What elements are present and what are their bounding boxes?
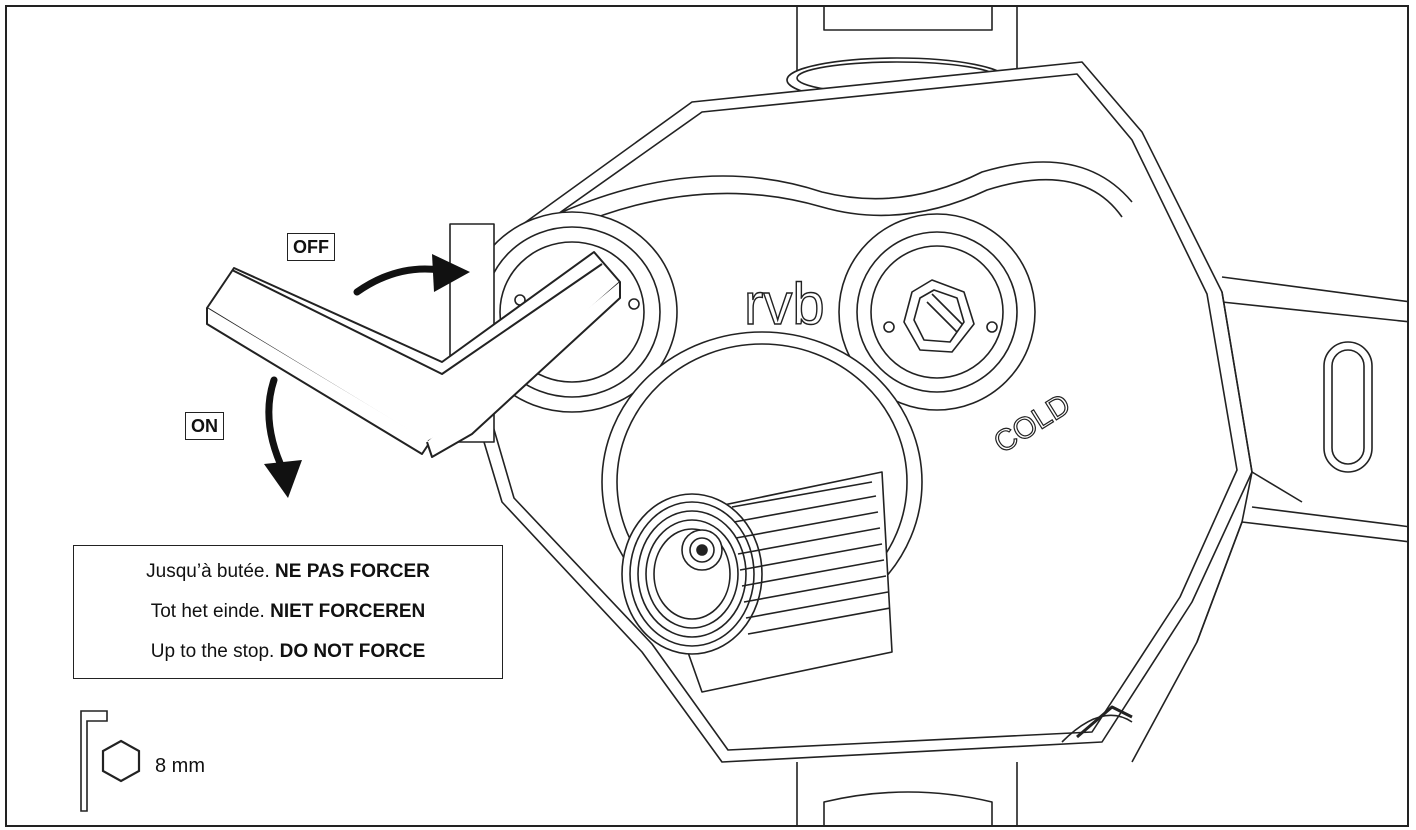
instruction-fr: Jusqu’à butée. NE PAS FORCER [146, 561, 430, 582]
diagram-frame: rvb COLD OFF ON Jusqu’à butée. NE PAS FO… [5, 5, 1409, 827]
on-label: ON [185, 412, 224, 440]
off-arrowhead-icon [432, 254, 470, 292]
valve-illustration: rvb COLD [206, 7, 1407, 825]
hex-key-icon [80, 710, 141, 812]
rotation-arrows [265, 265, 444, 476]
hex-key-wrench [206, 251, 621, 458]
cold-port [838, 213, 1036, 411]
bottom-pipe [796, 762, 1018, 825]
mounting-bracket [1221, 276, 1407, 543]
on-arrowhead-icon [264, 460, 302, 498]
off-label: OFF [287, 233, 335, 261]
threaded-outlet [621, 471, 893, 693]
instruction-en: Up to the stop. DO NOT FORCE [150, 641, 426, 662]
instruction-nl: Tot het einde. NIET FORCEREN [150, 601, 426, 622]
tool-size: 8 mm [155, 755, 205, 777]
brand-engraving: rvb [744, 272, 825, 337]
instruction-box: Jusqu’à butée. NE PAS FORCER Tot het ein… [73, 545, 503, 679]
